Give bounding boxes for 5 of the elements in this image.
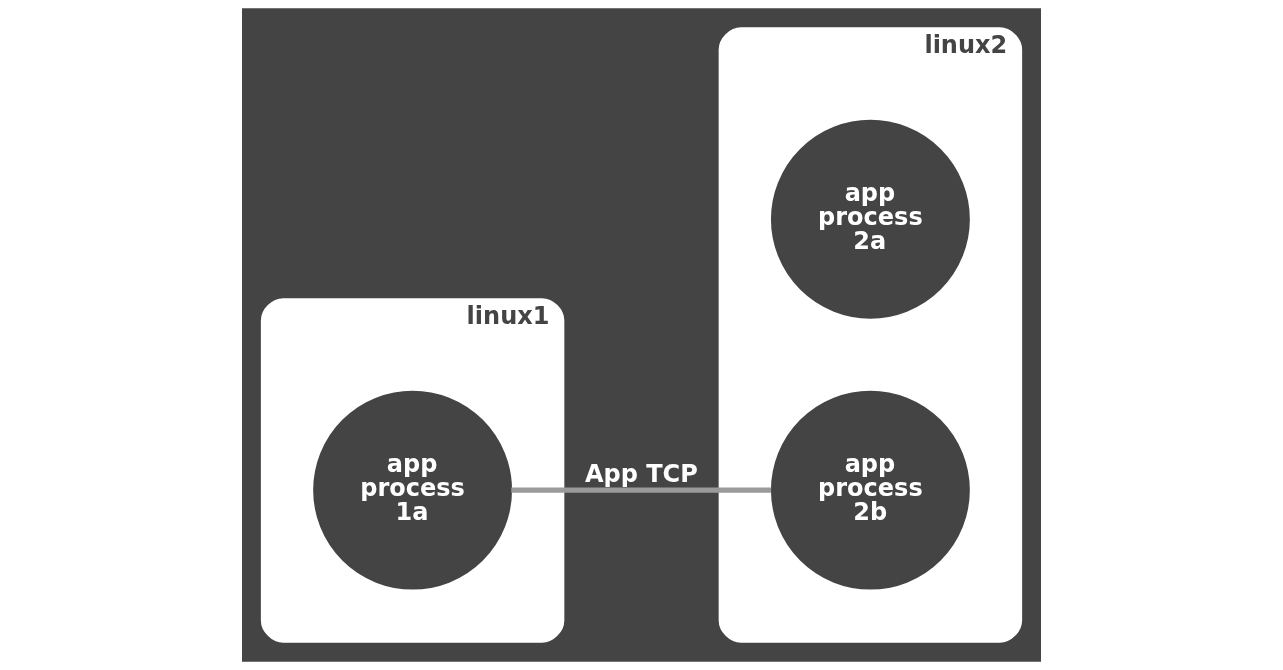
node-circle: app process 2a [770, 119, 970, 319]
node-circle: app process 1a [313, 390, 513, 590]
connector [511, 487, 772, 493]
node-circle: app process 2b [770, 390, 970, 590]
edge-label: App TCP [584, 459, 698, 488]
